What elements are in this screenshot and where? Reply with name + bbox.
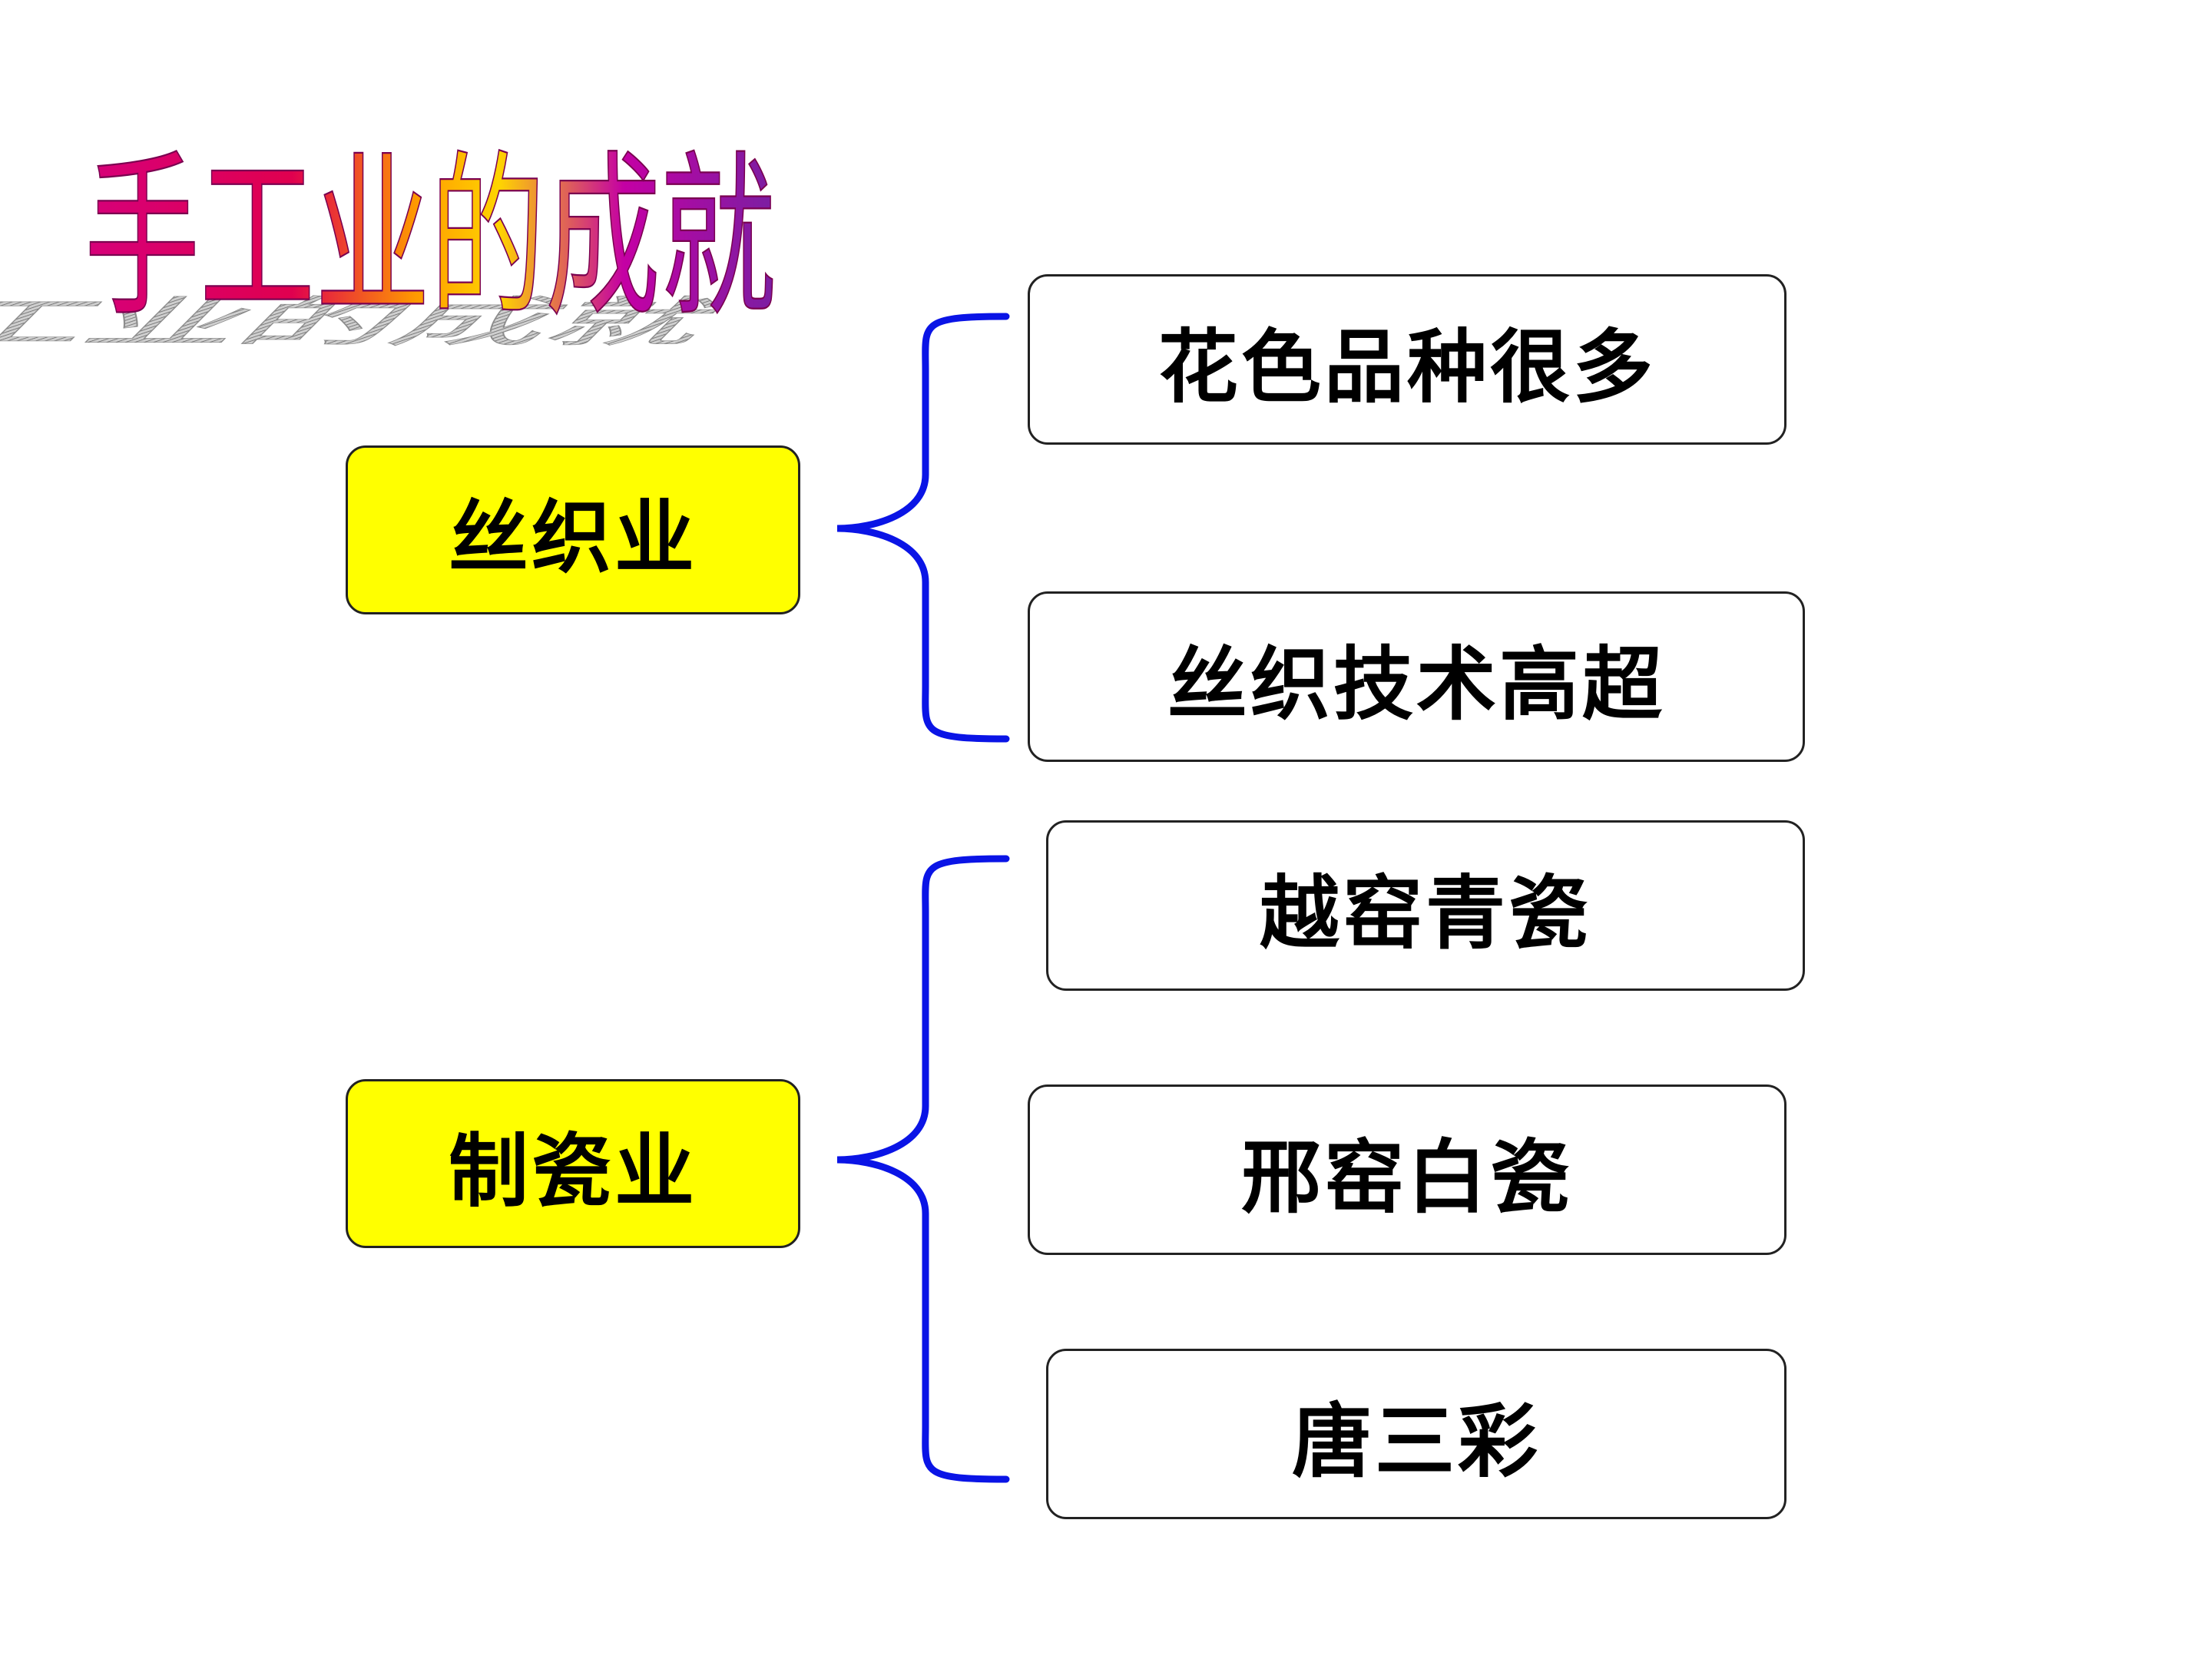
item-label: 丝织技术高超 [1167,637,1665,731]
item-box-silk-technique: 丝织技术高超 [1028,591,1805,762]
item-label: 越窑青瓷 [1259,866,1591,960]
category-box-porcelain: 制瓷业 [346,1079,800,1248]
category-label-porcelain: 制瓷业 [448,1124,697,1218]
item-box-yue-celadon: 越窑青瓷 [1046,820,1805,991]
item-label: 唐三彩 [1291,1394,1541,1488]
item-box-xing-white: 邢窑白瓷 [1028,1084,1786,1255]
bracket-porcelain [836,855,1010,1483]
title-shadow: 手工业的成就 [0,291,741,353]
item-label: 邢窑白瓷 [1240,1130,1573,1224]
item-label: 花色品种很多 [1157,320,1656,414]
category-label-silk: 丝织业 [448,490,697,584]
title-text: 手工业的成就 [84,136,776,341]
category-box-silk: 丝织业 [346,445,800,614]
item-box-silk-variety: 花色品种很多 [1028,274,1786,445]
item-box-tang-sancai: 唐三彩 [1046,1349,1786,1519]
bracket-silk [836,313,1010,743]
page-title: 手工业的成就 手工业的成就 [0,77,845,354]
